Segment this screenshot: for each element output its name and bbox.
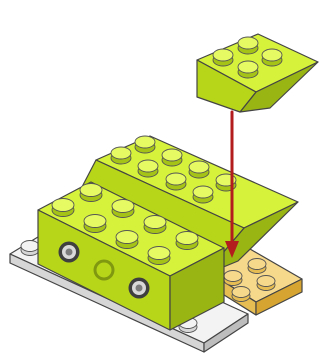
stud-slope-6 [161,148,183,167]
stud-slope-5 [134,135,156,154]
stud-main-4 [147,246,171,265]
stud-tan-4 [256,275,276,291]
stud-slope-7 [188,160,210,179]
arrow-head [225,241,239,258]
stud-main-3 [115,230,139,249]
stud-slope-3 [165,172,187,191]
stud-slope-1 [110,146,132,165]
technic-hole-3 [128,277,150,299]
placement-arrow [225,110,239,258]
stud-main-2 [83,214,107,233]
stud-main-8 [175,231,199,250]
stud-white-1 [20,240,40,256]
stud-main-5 [79,183,103,202]
stud-main-1 [51,198,75,217]
technic-holes [58,241,150,299]
technic-hole-1 [58,241,80,263]
stud-tan-2 [247,258,267,274]
falling-slope-brick [196,33,319,113]
stud-falling-4 [261,48,283,67]
stud-main-6 [111,199,135,218]
stud-tan-3 [231,286,251,302]
technic-hole-2 [93,259,115,281]
stud-tan-1 [223,270,243,286]
main-brick-studs [51,183,199,265]
main-technic-brick [37,181,225,331]
falling-brick-studs [212,36,283,79]
tan-plate-studs [223,258,276,302]
stud-falling-3 [237,60,259,79]
stud-slope-2 [137,159,159,178]
stud-slope-4 [192,185,214,204]
stud-falling-2 [237,36,259,55]
stud-falling-1 [212,48,234,67]
stud-main-7 [143,215,167,234]
